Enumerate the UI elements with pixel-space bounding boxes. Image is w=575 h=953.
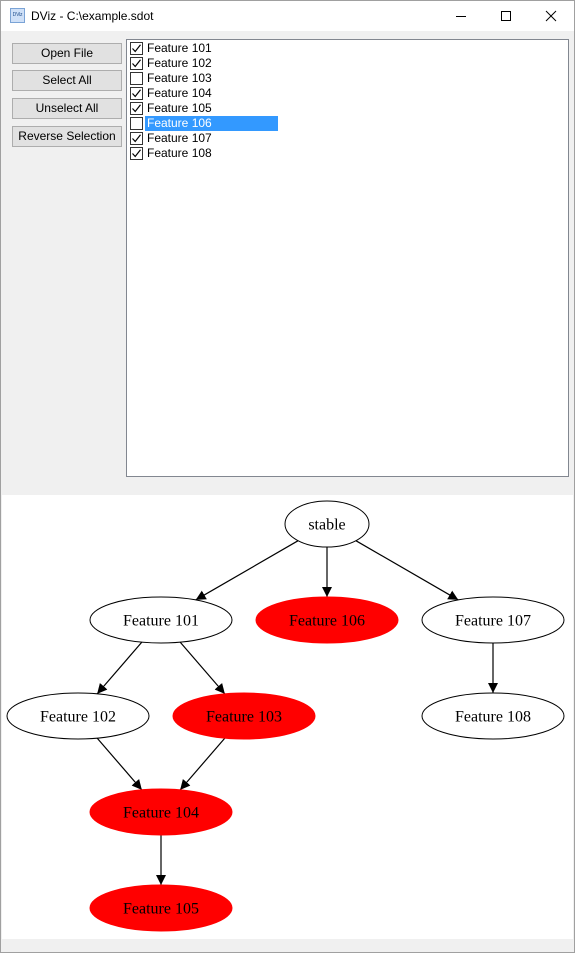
feature-label-area[interactable]: Feature 106 — [145, 116, 278, 131]
graph-node-stable: stable — [284, 500, 370, 548]
graph-edge-stable-f101 — [195, 540, 299, 601]
graph-node-shape — [421, 692, 565, 740]
graph-edge-f101-f103 — [179, 641, 226, 695]
feature-list-item[interactable]: Feature 106 — [128, 116, 278, 131]
graph-node-shape — [421, 596, 565, 644]
feature-label-area[interactable]: Feature 104 — [145, 86, 278, 101]
title-bar[interactable]: DViz DViz - C:\example.sdot — [1, 1, 574, 31]
feature-checkbox[interactable] — [130, 132, 143, 145]
feature-label: Feature 105 — [147, 101, 212, 115]
feature-list-item[interactable]: Feature 107 — [128, 131, 278, 146]
feature-list-item[interactable]: Feature 104 — [128, 86, 278, 101]
checkmark-icon — [132, 59, 141, 68]
feature-checkbox[interactable] — [130, 102, 143, 115]
graph-node-label: Feature 108 — [455, 709, 531, 726]
graph-node-shape — [89, 596, 233, 644]
feature-checkbox[interactable] — [130, 42, 143, 55]
graph-node-f103: Feature 103 — [172, 692, 316, 740]
graph-node-f101: Feature 101 — [89, 596, 233, 644]
graph-node-shape — [6, 692, 150, 740]
feature-label: Feature 107 — [147, 131, 212, 145]
graph-node-label: Feature 106 — [289, 613, 365, 630]
graph-node-label: Feature 105 — [123, 901, 199, 918]
feature-list-item[interactable]: Feature 108 — [128, 146, 278, 161]
open-file-button[interactable]: Open File — [12, 43, 122, 64]
maximize-icon — [501, 11, 511, 21]
close-button[interactable] — [528, 1, 574, 31]
graph-node-shape — [284, 500, 370, 548]
graph-node-f106: Feature 106 — [255, 596, 399, 644]
checkmark-icon — [132, 149, 141, 158]
feature-label: Feature 104 — [147, 86, 212, 100]
graph-node-shape — [89, 788, 233, 836]
feature-label: Feature 102 — [147, 56, 212, 70]
feature-checkbox[interactable] — [130, 117, 143, 130]
feature-label-area[interactable]: Feature 101 — [145, 41, 278, 56]
feature-label-area[interactable]: Feature 105 — [145, 101, 278, 116]
app-icon: DViz — [10, 8, 25, 23]
window-title: DViz - C:\example.sdot — [31, 9, 154, 23]
checkmark-icon — [132, 134, 141, 143]
feature-list-item[interactable]: Feature 103 — [128, 71, 278, 86]
checkmark-icon — [132, 104, 141, 113]
graph-node-f105: Feature 105 — [89, 884, 233, 932]
graph-edge-f102-f104 — [96, 737, 143, 791]
graph-node-label: stable — [308, 517, 345, 534]
graph-node-label: Feature 102 — [40, 709, 116, 726]
select-all-button[interactable]: Select All — [12, 70, 122, 91]
graph-node-shape — [89, 884, 233, 932]
minimize-icon — [456, 16, 466, 17]
graph-edge-stable-f107 — [355, 540, 459, 601]
graph-node-label: Feature 107 — [455, 613, 531, 630]
graph-node-shape — [255, 596, 399, 644]
feature-label: Feature 101 — [147, 41, 212, 55]
graph-node-f107: Feature 107 — [421, 596, 565, 644]
feature-list-item[interactable]: Feature 101 — [128, 41, 278, 56]
graph-node-f104: Feature 104 — [89, 788, 233, 836]
maximize-button[interactable] — [483, 1, 529, 31]
feature-checkbox[interactable] — [130, 72, 143, 85]
feature-list-item[interactable]: Feature 105 — [128, 101, 278, 116]
feature-label: Feature 108 — [147, 146, 212, 160]
feature-checkbox[interactable] — [130, 57, 143, 70]
feature-checkbox[interactable] — [130, 87, 143, 100]
reverse-selection-button[interactable]: Reverse Selection — [12, 126, 122, 147]
feature-label: Feature 106 — [147, 116, 212, 130]
unselect-all-button[interactable]: Unselect All — [12, 98, 122, 119]
feature-label-area[interactable]: Feature 103 — [145, 71, 278, 86]
feature-label-area[interactable]: Feature 108 — [145, 146, 278, 161]
graph-edge-f101-f102 — [96, 641, 143, 695]
minimize-button[interactable] — [438, 1, 484, 31]
close-icon — [545, 10, 557, 22]
feature-list-item[interactable]: Feature 102 — [128, 56, 278, 71]
feature-checkbox[interactable] — [130, 147, 143, 160]
feature-label-area[interactable]: Feature 102 — [145, 56, 278, 71]
feature-label-area[interactable]: Feature 107 — [145, 131, 278, 146]
graph-edge-f103-f104 — [179, 737, 226, 791]
graph-node-label: Feature 104 — [123, 805, 199, 822]
feature-label: Feature 103 — [147, 71, 212, 85]
graph-node-label: Feature 101 — [123, 613, 199, 630]
checkmark-icon — [132, 89, 141, 98]
graph-node-f108: Feature 108 — [421, 692, 565, 740]
graph-node-f102: Feature 102 — [6, 692, 150, 740]
graph-node-label: Feature 103 — [206, 709, 282, 726]
graph-node-shape — [172, 692, 316, 740]
checkmark-icon — [132, 44, 141, 53]
